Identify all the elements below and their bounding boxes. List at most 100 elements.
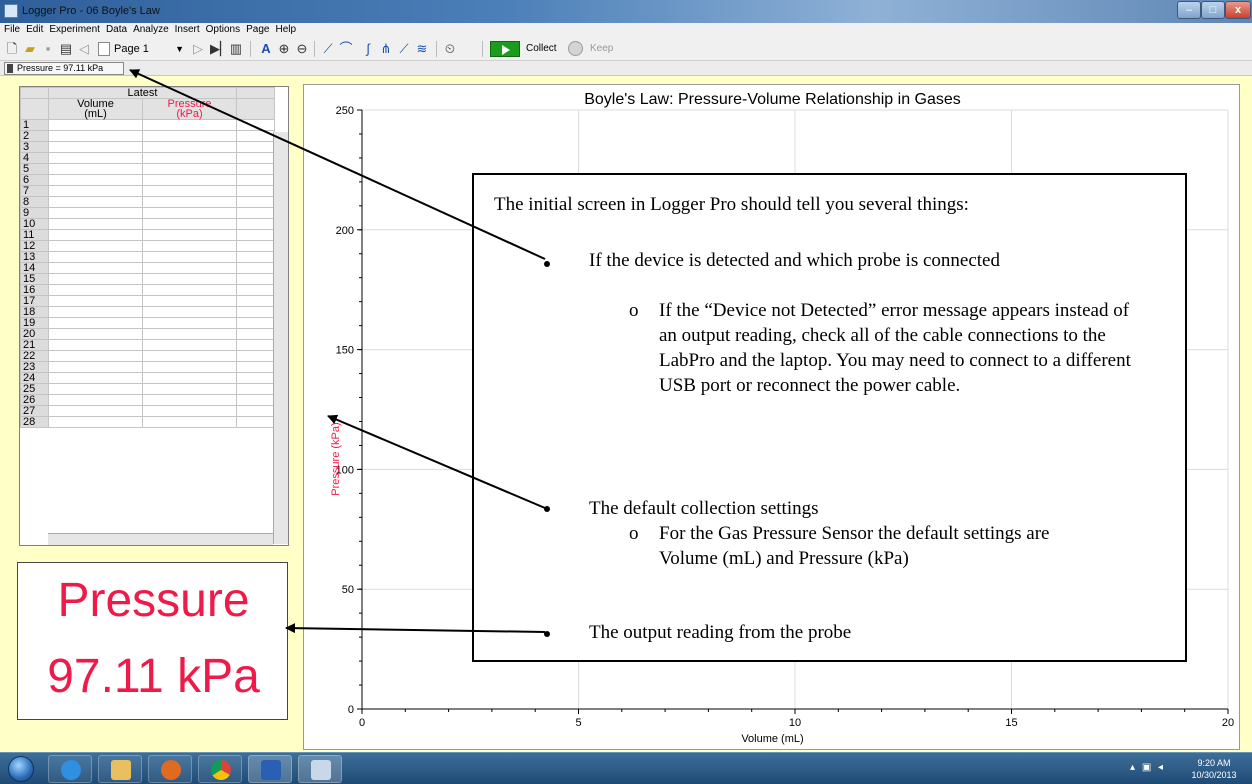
y-axis-title[interactable]: Pressure (kPa): [330, 422, 342, 496]
table-row[interactable]: 5: [20, 163, 275, 175]
pressure-cell[interactable]: [142, 295, 237, 307]
curve-fit-icon[interactable]: ≋: [416, 41, 428, 56]
zoom-out-icon[interactable]: ⊖: [296, 41, 308, 56]
volume-cell[interactable]: [48, 295, 143, 307]
pressure-cell[interactable]: [142, 273, 237, 285]
pressure-cell[interactable]: [142, 372, 237, 384]
table-row[interactable]: 1: [20, 119, 275, 131]
menu-insert[interactable]: Insert: [174, 24, 200, 35]
examine-icon[interactable]: ⟋: [323, 41, 333, 56]
taskbar-word-button[interactable]: [248, 755, 292, 783]
previous-page-icon[interactable]: ◁: [79, 41, 89, 56]
close-button[interactable]: x: [1225, 1, 1251, 19]
pressure-cell[interactable]: [142, 174, 237, 186]
next-page-icon[interactable]: ▷: [193, 41, 203, 56]
column-header-volume[interactable]: Volume (mL): [48, 98, 143, 120]
pressure-cell[interactable]: [142, 185, 237, 197]
pressure-cell[interactable]: [142, 328, 237, 340]
menu-analyze[interactable]: Analyze: [133, 24, 169, 35]
pressure-cell[interactable]: [142, 141, 237, 153]
pressure-cell[interactable]: [142, 207, 237, 219]
volume-cell[interactable]: [48, 273, 143, 285]
system-tray[interactable]: ▴ ▣ ◂: [1130, 762, 1180, 776]
volume-cell[interactable]: [48, 163, 143, 175]
volume-cell[interactable]: [48, 152, 143, 164]
table-horizontal-scrollbar[interactable]: [48, 533, 273, 545]
table-row[interactable]: 10: [20, 218, 275, 230]
taskbar-media-button[interactable]: [148, 755, 192, 783]
minimize-button[interactable]: –: [1177, 1, 1201, 19]
pressure-cell[interactable]: [142, 416, 237, 428]
collect-button[interactable]: [490, 41, 520, 57]
volume-cell[interactable]: [48, 416, 143, 428]
dataset-name[interactable]: Latest: [48, 87, 237, 99]
pressure-cell[interactable]: [142, 339, 237, 351]
pressure-cell[interactable]: [142, 361, 237, 373]
tray-expand-icon[interactable]: ▴: [1130, 762, 1136, 773]
table-row[interactable]: 7: [20, 185, 275, 197]
pressure-cell[interactable]: [142, 350, 237, 362]
x-axis-title[interactable]: Volume (mL): [741, 733, 804, 745]
taskbar-loggerpro-button[interactable]: [298, 755, 342, 783]
pressure-cell[interactable]: [142, 119, 237, 131]
volume-cell[interactable]: [48, 284, 143, 296]
open-folder-icon[interactable]: ▰: [25, 41, 35, 56]
volume-cell[interactable]: [48, 141, 143, 153]
sensor-setup-icon[interactable]: ▥: [229, 41, 243, 56]
table-row[interactable]: 15: [20, 273, 275, 285]
table-row[interactable]: 26: [20, 394, 275, 406]
integral-icon[interactable]: ∫: [366, 41, 370, 56]
taskbar-chrome-button[interactable]: [198, 755, 242, 783]
table-row[interactable]: 3: [20, 141, 275, 153]
volume-cell[interactable]: [48, 174, 143, 186]
volume-cell[interactable]: [48, 394, 143, 406]
volume-cell[interactable]: [48, 218, 143, 230]
table-row[interactable]: 20: [20, 328, 275, 340]
table-row[interactable]: 16: [20, 284, 275, 296]
volume-cell[interactable]: [48, 185, 143, 197]
page-select[interactable]: Page 1 ▼: [98, 41, 184, 57]
taskbar-ie-button[interactable]: [48, 755, 92, 783]
volume-cell[interactable]: [48, 405, 143, 417]
pressure-cell[interactable]: [142, 163, 237, 175]
data-browser-icon[interactable]: ▶▏: [210, 41, 230, 56]
statistics-icon[interactable]: ⋔: [380, 41, 392, 56]
table-row[interactable]: 11: [20, 229, 275, 241]
volume-cell[interactable]: [48, 207, 143, 219]
menu-experiment[interactable]: Experiment: [49, 24, 100, 35]
table-row[interactable]: 28: [20, 416, 275, 428]
table-row[interactable]: 18: [20, 306, 275, 318]
system-clock[interactable]: 9:20 AM 10/30/2013: [1184, 757, 1244, 781]
print-icon[interactable]: ▤: [59, 41, 73, 56]
table-row[interactable]: 22: [20, 350, 275, 362]
save-icon[interactable]: ▪: [45, 41, 51, 56]
sensor-reading-button[interactable]: Pressure = 97.11 kPa: [4, 62, 124, 75]
volume-cell[interactable]: [48, 262, 143, 274]
table-row[interactable]: 25: [20, 383, 275, 395]
menu-edit[interactable]: Edit: [26, 24, 44, 35]
table-row[interactable]: 14: [20, 262, 275, 274]
table-row[interactable]: 12: [20, 240, 275, 252]
pressure-cell[interactable]: [142, 196, 237, 208]
new-file-icon[interactable]: 🗋: [6, 41, 18, 56]
graph-title[interactable]: Boyle's Law: Pressure-Volume Relationshi…: [584, 91, 961, 108]
volume-cell[interactable]: [48, 130, 143, 142]
table-row[interactable]: 2: [20, 130, 275, 142]
pressure-cell[interactable]: [142, 229, 237, 241]
pressure-cell[interactable]: [142, 317, 237, 329]
volume-cell[interactable]: [48, 317, 143, 329]
start-button[interactable]: [8, 756, 34, 782]
volume-cell[interactable]: [48, 350, 143, 362]
pressure-cell[interactable]: [142, 262, 237, 274]
table-row[interactable]: 24: [20, 372, 275, 384]
zoom-in-icon[interactable]: ⊕: [278, 41, 290, 56]
volume-cell[interactable]: [48, 196, 143, 208]
volume-cell[interactable]: [48, 383, 143, 395]
pressure-cell[interactable]: [142, 152, 237, 164]
linear-fit-icon[interactable]: ⟋: [399, 41, 409, 56]
digital-meter[interactable]: Pressure 97.11 kPa: [17, 562, 288, 720]
volume-icon[interactable]: ◂: [1158, 762, 1164, 773]
pressure-cell[interactable]: [142, 130, 237, 142]
pressure-cell[interactable]: [142, 405, 237, 417]
